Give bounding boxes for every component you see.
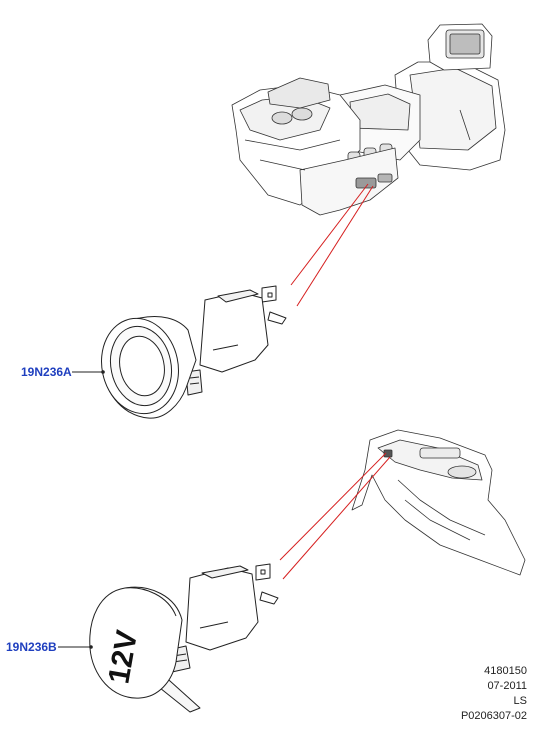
power-socket-b[interactable] [89,563,279,713]
leader-lines-lower [279,452,391,580]
footer-date: 07-2011 [487,680,527,692]
rear-console-assembly [231,23,506,216]
callout-19n236b[interactable]: 19N236B [6,640,57,654]
callout-leader-a [72,370,105,374]
footer-illustration-id: P0206307-02 [460,710,527,722]
power-socket-a[interactable] [93,285,287,421]
footer-ref-number: 4180150 [484,665,527,677]
footer-code: LS [513,695,527,707]
leader-lines-upper [290,183,374,307]
callout-19n236a[interactable]: 19N236A [21,365,72,379]
callout-leader-b [58,645,93,649]
luggage-side-trim [351,429,526,576]
